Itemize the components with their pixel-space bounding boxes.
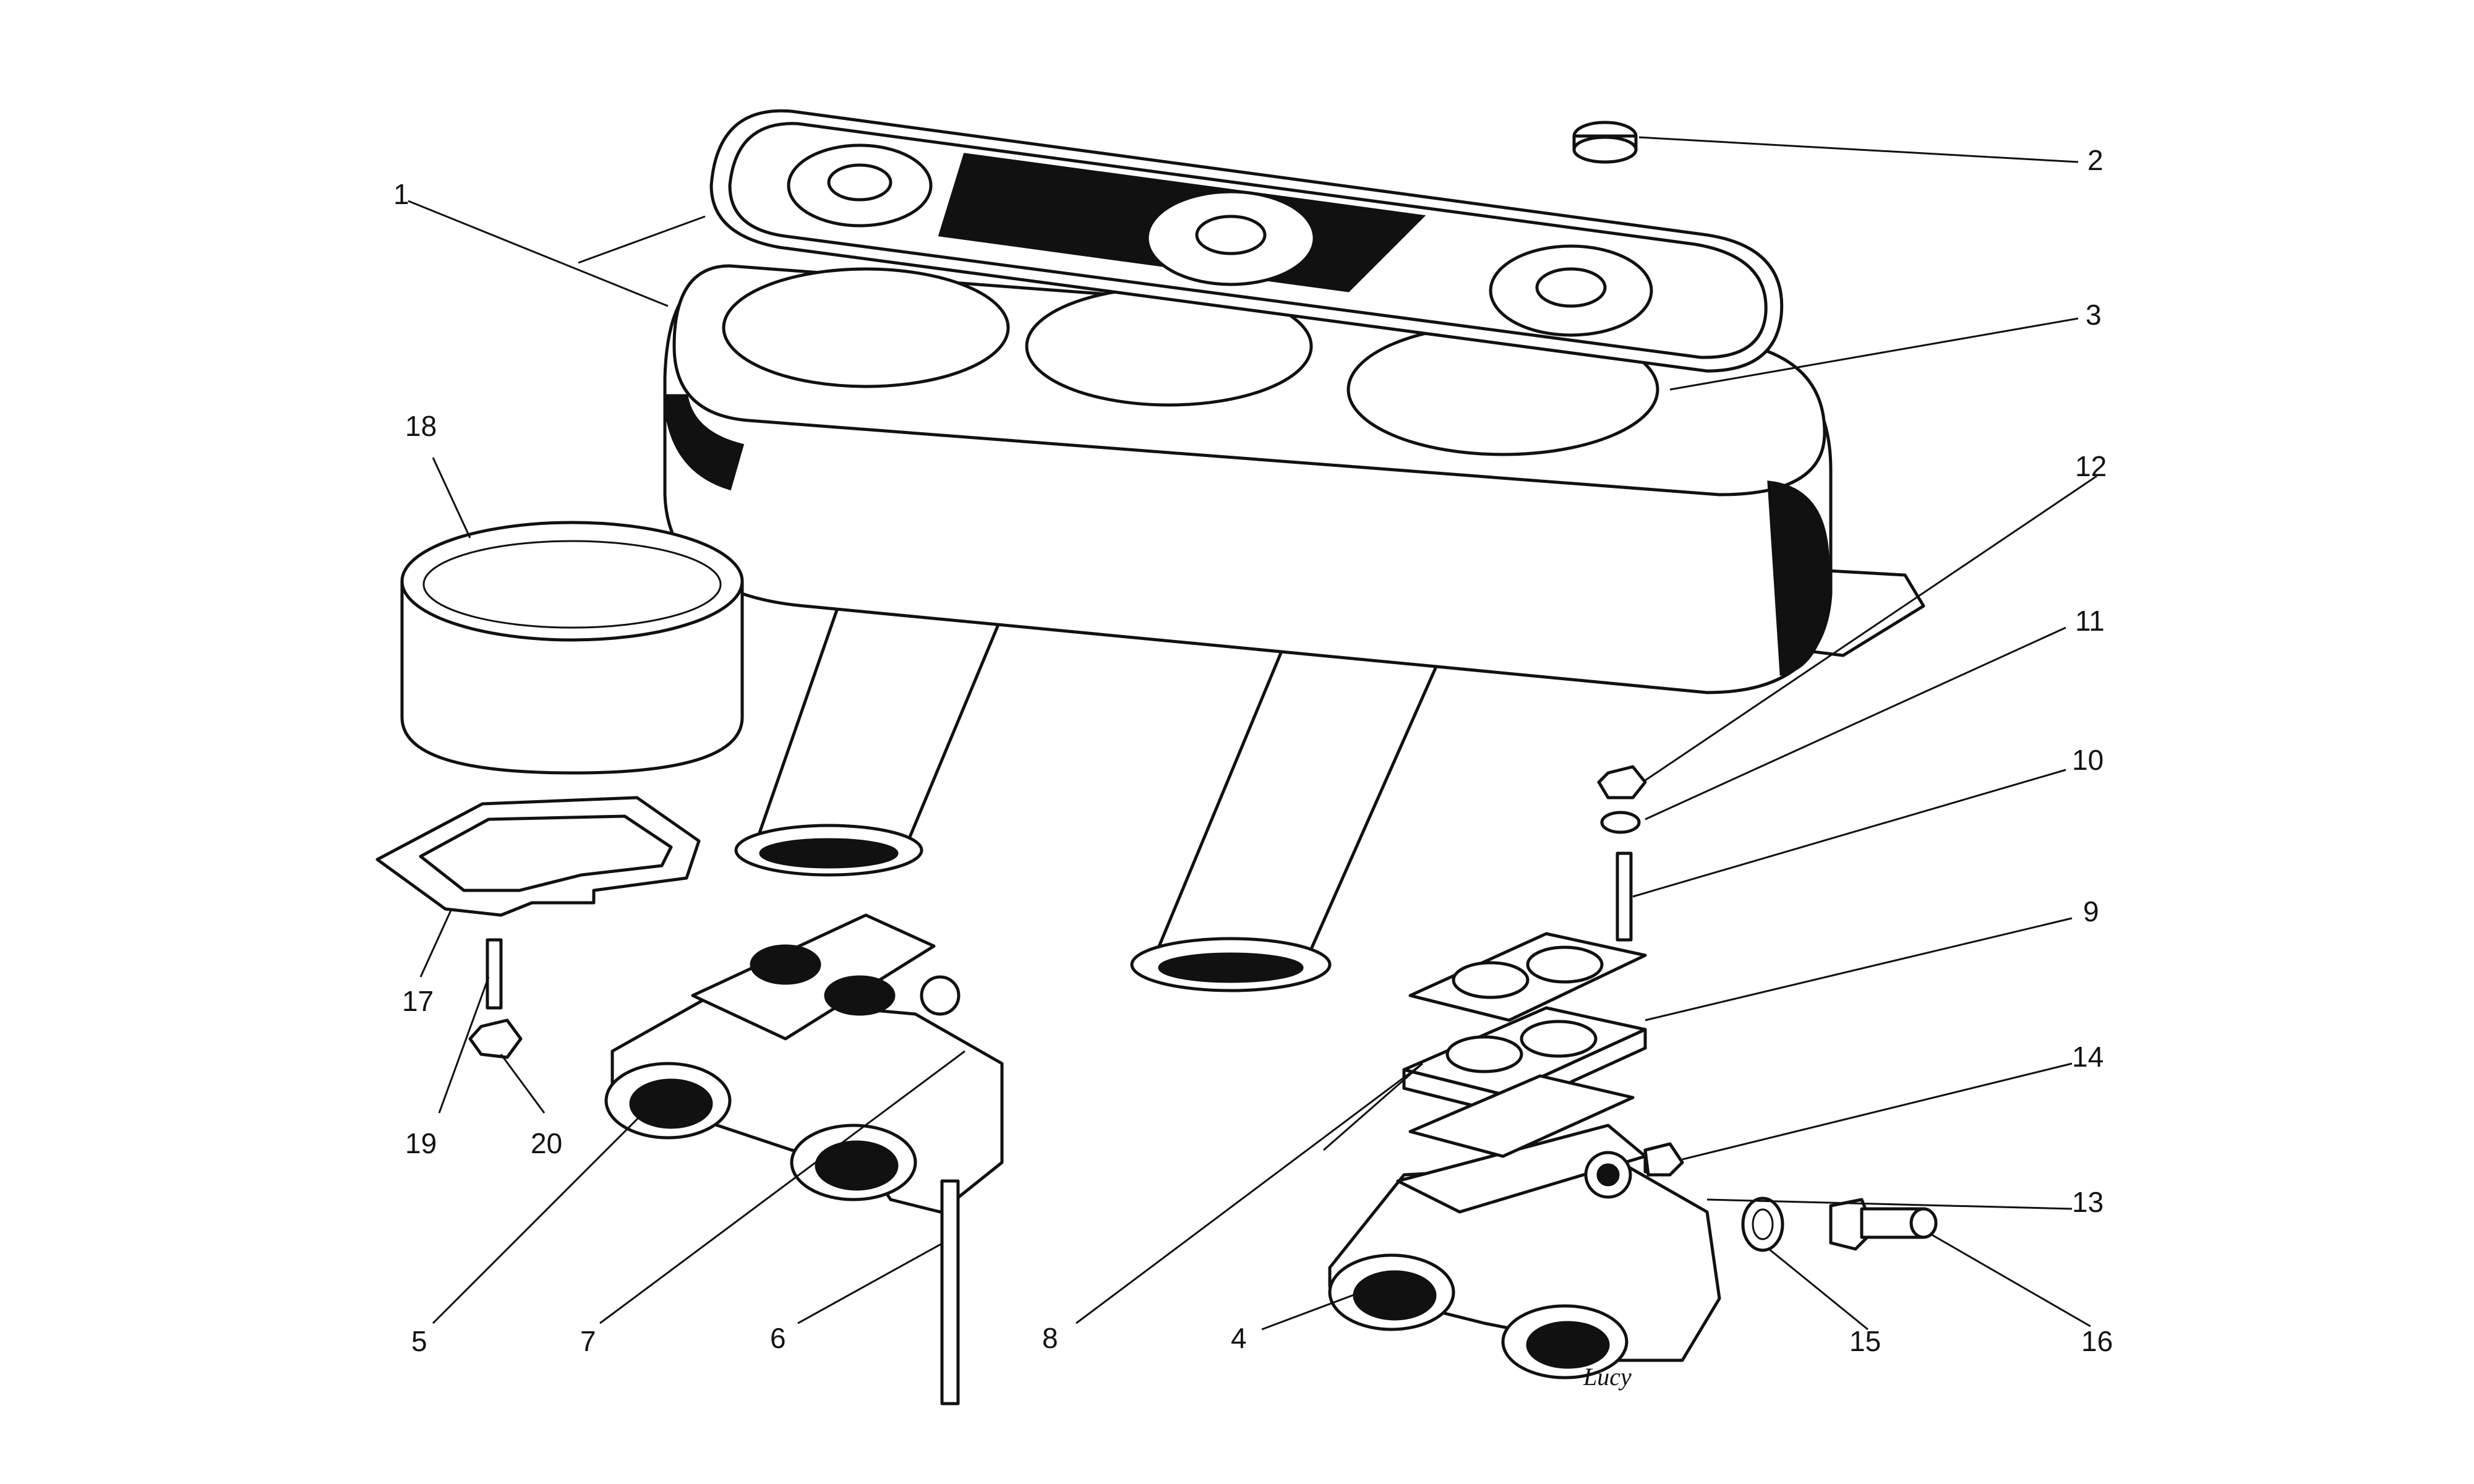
air-cleaner-housing	[663, 109, 1925, 992]
artist-signature: Lucy	[1583, 1363, 1632, 1391]
callout-14: 14	[2072, 1041, 2104, 1073]
long-stud	[940, 1179, 960, 1405]
callout-18: 18	[405, 410, 437, 442]
callout-11: 11	[2075, 605, 2105, 637]
callout-16: 16	[2081, 1325, 2113, 1357]
callout-6: 6	[770, 1322, 786, 1354]
manifold-left	[604, 913, 1004, 1214]
stud-and-nut-19-20	[468, 938, 523, 1059]
intake-trumpet-right	[1130, 623, 1443, 992]
callout-5: 5	[411, 1325, 427, 1357]
callout-12: 12	[2075, 450, 2107, 482]
base-gasket	[375, 796, 701, 917]
callout-4: 4	[1231, 1322, 1247, 1354]
filter-element	[400, 521, 744, 775]
callout-8: 8	[1042, 1322, 1058, 1354]
leader-lines	[408, 136, 2097, 1331]
callout-7: 7	[580, 1325, 596, 1357]
callout-17: 17	[402, 985, 434, 1017]
callout-15: 15	[1849, 1325, 1881, 1357]
callout-10: 10	[2072, 744, 2104, 776]
carburettor-spacers	[1402, 932, 1647, 1158]
callout-13: 13	[2072, 1186, 2104, 1218]
fittings-13-16	[1643, 1142, 1938, 1252]
callout-3: 3	[2086, 299, 2102, 331]
callout-1: 1	[393, 178, 409, 210]
callout-20: 20	[531, 1127, 562, 1159]
callout-2: 2	[2087, 144, 2104, 176]
callout-19: 19	[405, 1127, 437, 1159]
callout-labels: 1 2 3 4 5 6 7 8 9 10 11 12 13 14 15 16 1…	[393, 144, 2113, 1391]
knob-nut	[1572, 121, 1638, 164]
callout-9: 9	[2083, 895, 2099, 927]
stud-washer-nut-10-12	[1597, 765, 1647, 942]
